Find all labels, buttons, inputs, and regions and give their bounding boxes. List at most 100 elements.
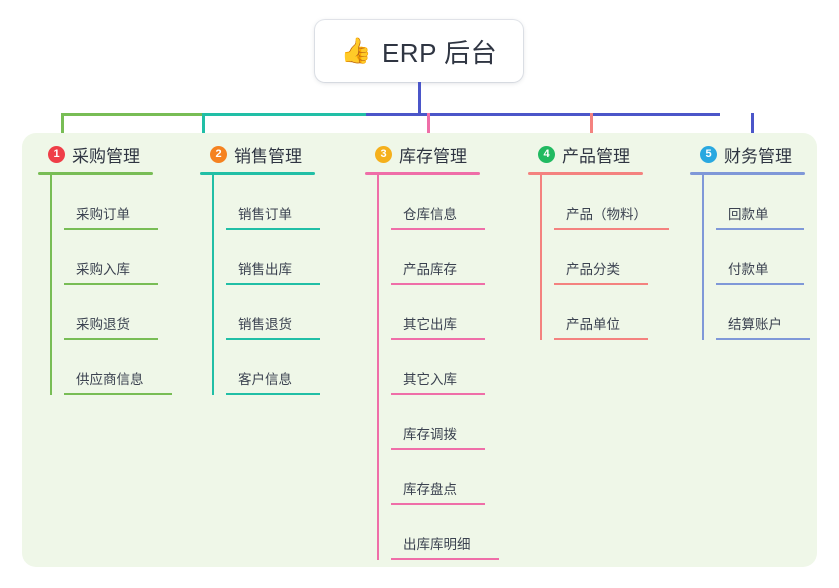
leaf-list: 采购订单采购入库采购退货供应商信息	[50, 175, 172, 395]
branch-header-rule	[365, 172, 480, 175]
branch-trunk-line	[702, 175, 704, 340]
leaf-item[interactable]: 供应商信息	[64, 340, 172, 395]
leaf-item[interactable]: 客户信息	[226, 340, 320, 395]
leaf-item[interactable]: 付款单	[716, 230, 805, 285]
branch-header-rule	[690, 172, 805, 175]
leaf-item[interactable]: 销售退货	[226, 285, 320, 340]
leaf-label: 销售退货	[238, 317, 292, 332]
leaf-rule	[554, 338, 648, 340]
leaf-rule	[554, 283, 648, 285]
leaf-label: 采购订单	[76, 207, 130, 222]
leaf-label: 库存调拨	[403, 427, 457, 442]
leaf-item[interactable]: 其它出库	[391, 285, 485, 340]
branch-number-badge: 1	[48, 145, 65, 163]
leaf-rule	[716, 338, 810, 340]
leaf-item[interactable]: 库存盘点	[391, 450, 485, 505]
branch-title: 财务管理	[724, 146, 792, 166]
leaf-item[interactable]: 其它入库	[391, 340, 485, 395]
leaf-item[interactable]: 出库库明细	[391, 505, 499, 560]
leaf-item[interactable]: 销售出库	[226, 230, 320, 285]
leaf-label: 产品单位	[566, 317, 620, 332]
connector-drop-5	[751, 113, 754, 143]
branch-header-rule	[528, 172, 643, 175]
branch-title: 销售管理	[234, 146, 302, 166]
branch-number-badge: 2	[210, 145, 227, 163]
leaf-label: 销售订单	[238, 207, 292, 222]
leaf-list: 回款单付款单结算账户	[702, 175, 810, 340]
branch-header[interactable]: 4 产品管理	[528, 141, 647, 167]
branch-产品管理[interactable]: 4 产品管理产品（物料）产品分类产品单位	[528, 141, 669, 340]
leaf-rule	[391, 448, 485, 450]
thumbs-up-icon: 👍	[340, 36, 372, 65]
connector-drop-4	[590, 113, 593, 143]
leaf-item[interactable]: 产品单位	[554, 285, 648, 340]
branch-trunk-line	[50, 175, 52, 395]
connector-bus-segment-2	[203, 113, 366, 116]
connector-drop-2	[202, 113, 205, 143]
leaf-rule	[391, 558, 499, 560]
leaf-rule	[554, 228, 669, 230]
leaf-rule	[64, 228, 158, 230]
branch-title: 产品管理	[562, 146, 630, 166]
branch-header-rule	[200, 172, 315, 175]
leaf-item[interactable]: 结算账户	[716, 285, 810, 340]
leaf-rule	[64, 393, 172, 395]
leaf-label: 销售出库	[238, 262, 292, 277]
leaf-rule	[226, 393, 320, 395]
leaf-rule	[226, 228, 320, 230]
branch-number-badge: 3	[375, 145, 392, 163]
leaf-list: 销售订单销售出库销售退货客户信息	[212, 175, 320, 395]
branch-财务管理[interactable]: 5 财务管理回款单付款单结算账户	[690, 141, 810, 340]
leaf-label: 其它出库	[403, 317, 457, 332]
leaf-rule	[391, 283, 485, 285]
leaf-label: 付款单	[728, 262, 769, 277]
leaf-label: 客户信息	[238, 372, 292, 387]
leaf-item[interactable]: 库存调拨	[391, 395, 485, 450]
connector-drop-3	[427, 113, 430, 143]
branch-header[interactable]: 2 销售管理	[200, 141, 315, 167]
leaf-item[interactable]: 产品库存	[391, 230, 485, 285]
connector-bus-segment-1	[61, 113, 203, 116]
branch-销售管理[interactable]: 2 销售管理销售订单销售出库销售退货客户信息	[200, 141, 320, 395]
root-title: ERP 后台	[381, 37, 498, 68]
leaf-label: 采购退货	[76, 317, 130, 332]
connector-root-drop	[418, 82, 421, 114]
branch-trunk-line	[540, 175, 542, 340]
leaf-label: 仓库信息	[403, 207, 457, 222]
leaf-item[interactable]: 仓库信息	[391, 175, 485, 230]
branch-库存管理[interactable]: 3 库存管理仓库信息产品库存其它出库其它入库库存调拨库存盘点出库库明细	[365, 141, 499, 560]
leaf-rule	[226, 283, 320, 285]
leaf-rule	[391, 338, 485, 340]
leaf-item[interactable]: 回款单	[716, 175, 805, 230]
leaf-item[interactable]: 采购退货	[64, 285, 158, 340]
leaf-item[interactable]: 采购订单	[64, 175, 158, 230]
branch-trunk-line	[377, 175, 379, 560]
leaf-rule	[64, 283, 158, 285]
leaf-label: 其它入库	[403, 372, 457, 387]
branch-header[interactable]: 5 财务管理	[690, 141, 805, 167]
leaf-list: 仓库信息产品库存其它出库其它入库库存调拨库存盘点出库库明细	[377, 175, 499, 560]
leaf-label: 出库库明细	[403, 537, 471, 552]
leaf-rule	[64, 338, 158, 340]
leaf-item[interactable]: 采购入库	[64, 230, 158, 285]
leaf-rule	[226, 338, 320, 340]
leaf-rule	[391, 228, 485, 230]
leaf-item[interactable]: 产品（物料）	[554, 175, 669, 230]
leaf-label: 产品库存	[403, 262, 457, 277]
branch-title: 库存管理	[399, 146, 467, 166]
leaf-item[interactable]: 产品分类	[554, 230, 648, 285]
leaf-label: 库存盘点	[403, 482, 457, 497]
leaf-rule	[716, 283, 804, 285]
leaf-label: 供应商信息	[76, 372, 144, 387]
branch-header[interactable]: 3 库存管理	[365, 141, 480, 167]
branch-number-badge: 5	[700, 145, 717, 163]
branch-trunk-line	[212, 175, 214, 395]
diagram-panel	[22, 133, 817, 567]
root-node[interactable]: 👍 ERP 后台	[315, 20, 523, 82]
leaf-list: 产品（物料）产品分类产品单位	[540, 175, 669, 340]
leaf-rule	[391, 503, 485, 505]
leaf-item[interactable]: 销售订单	[226, 175, 320, 230]
branch-number-badge: 4	[538, 145, 555, 163]
